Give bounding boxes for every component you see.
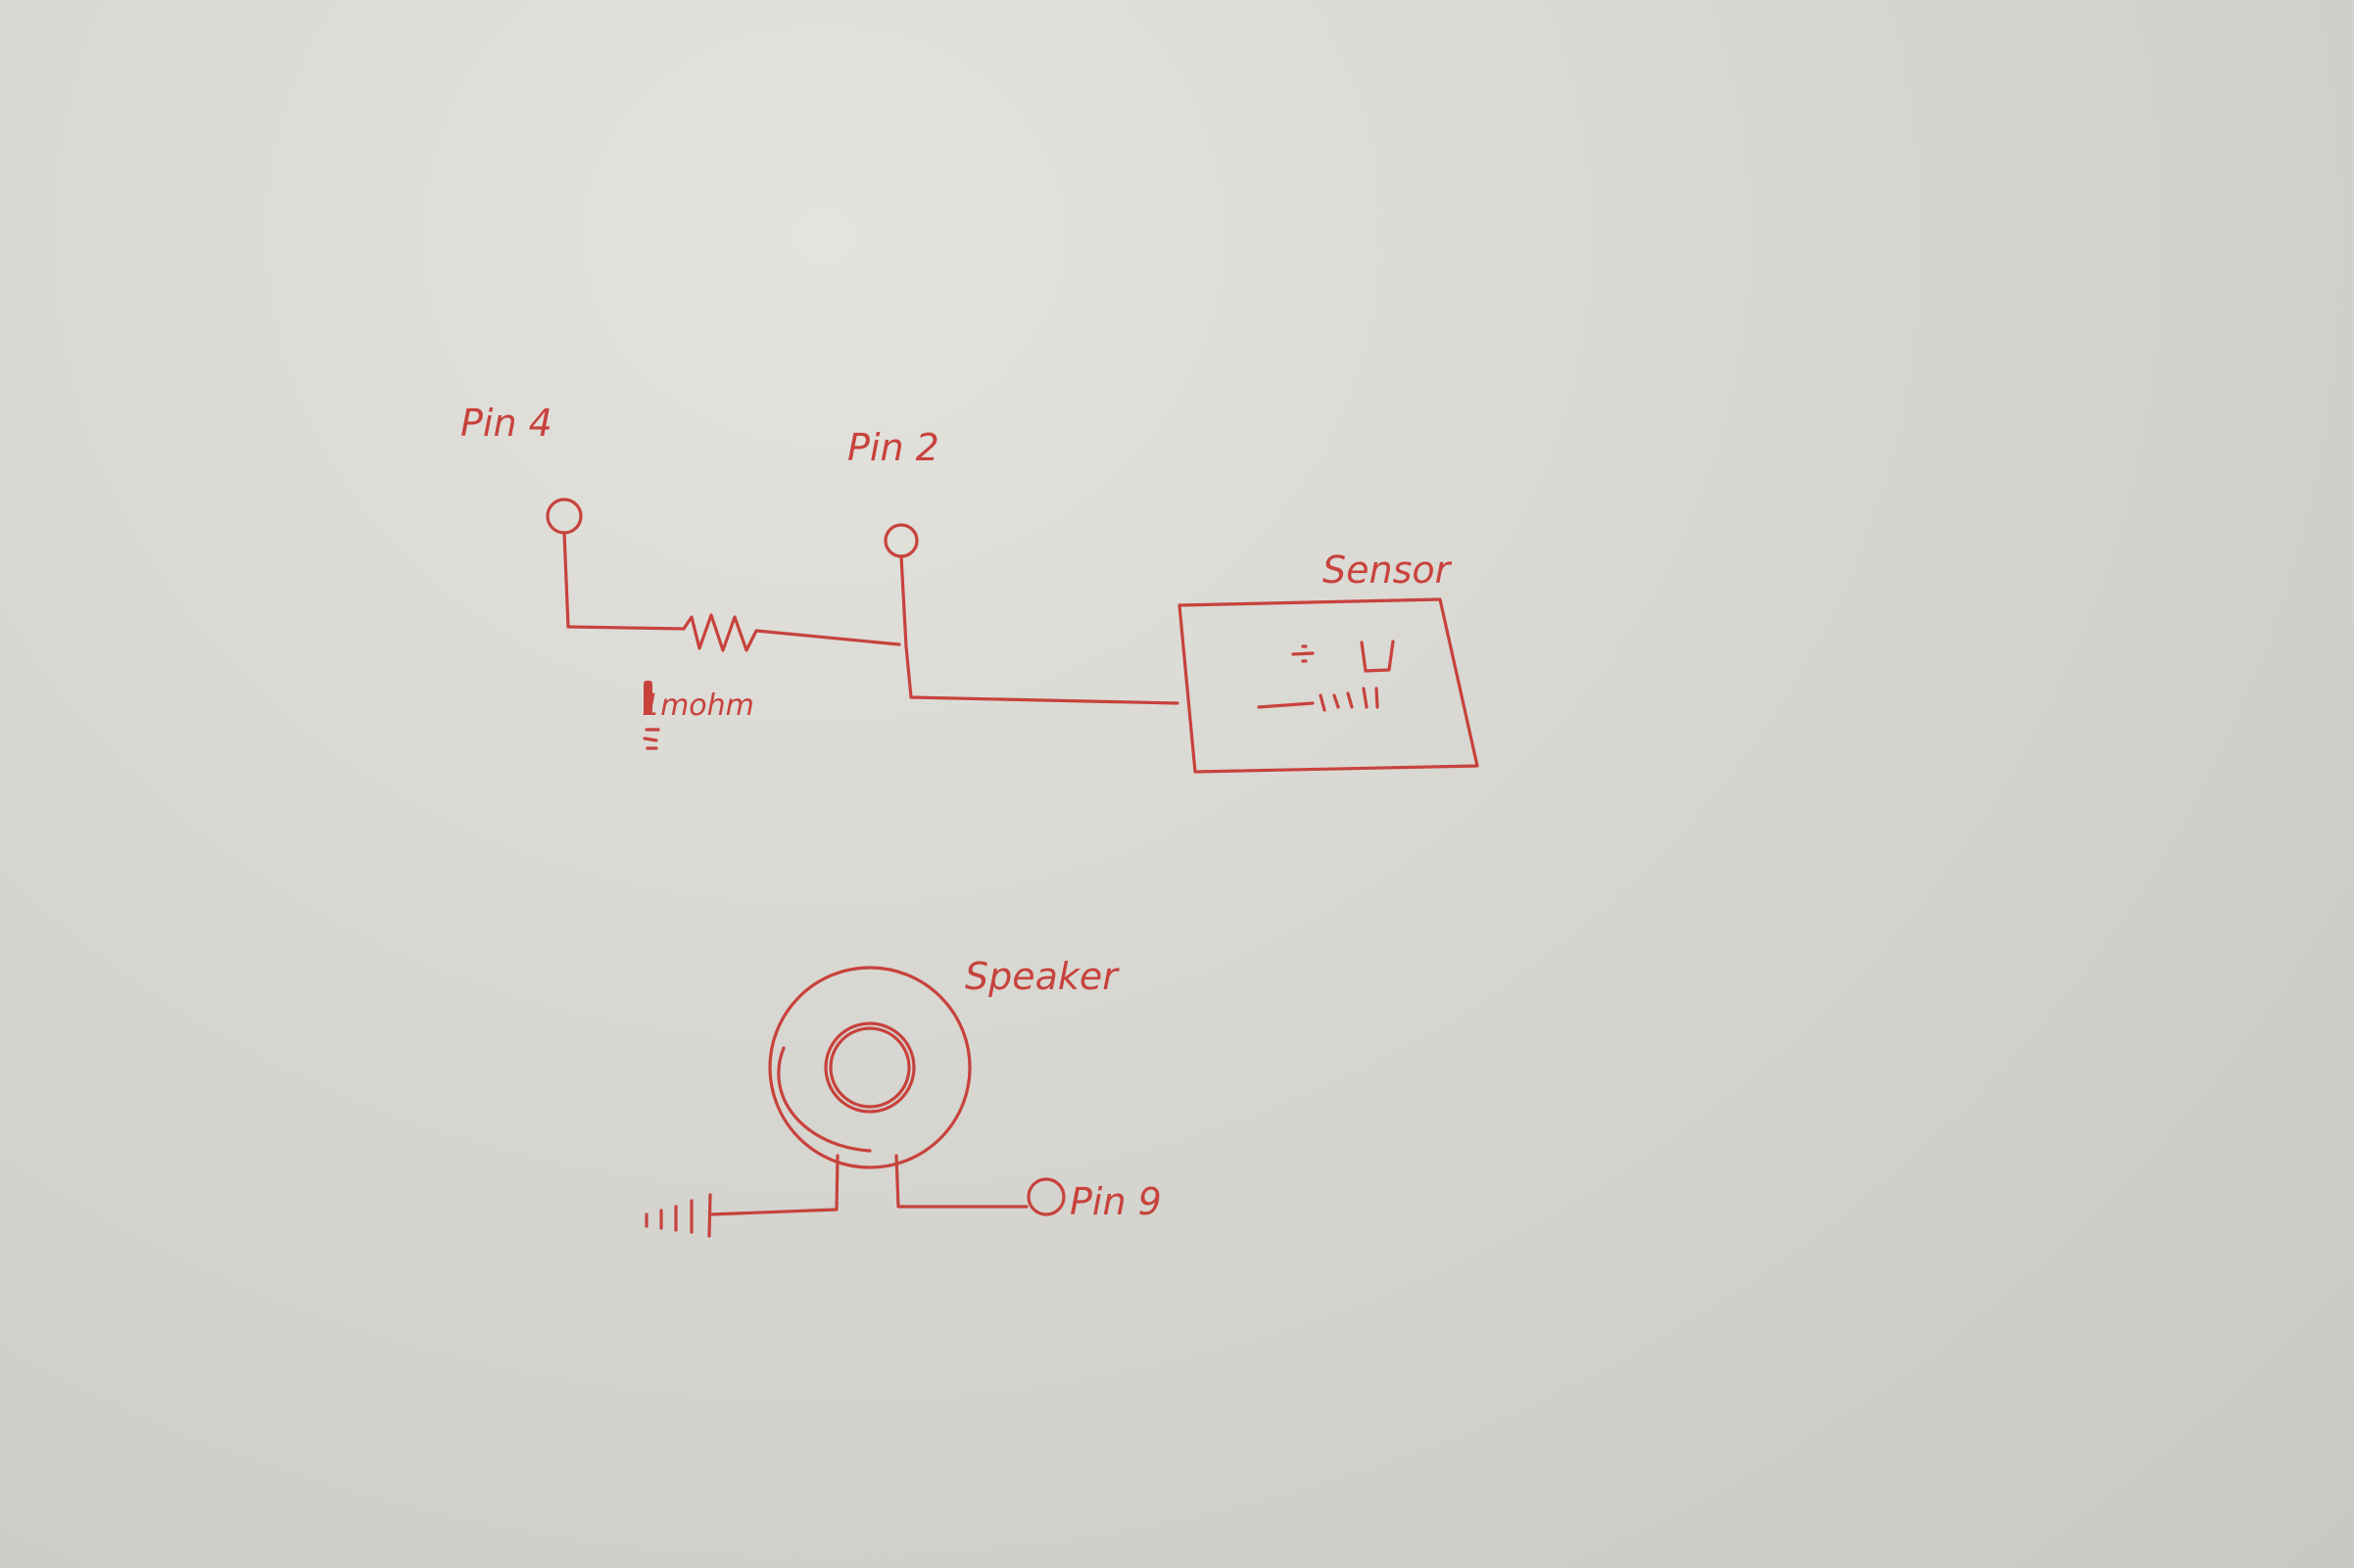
sensor-box (1177, 597, 1479, 774)
speaker-label: Speaker (965, 955, 1120, 998)
pin4-label: Pin 4 (460, 402, 552, 445)
pin2-label: Pin 2 (847, 426, 939, 469)
ground-symbol (645, 1193, 712, 1238)
pin4-terminal (546, 498, 686, 631)
pin9-label: Pin 9 (1070, 1180, 1162, 1223)
pin9-terminal (1027, 1177, 1066, 1216)
speaker-symbol (768, 966, 972, 1169)
resistor-value-mark (643, 681, 660, 750)
pin2-terminal (884, 523, 1179, 705)
resistor-value-label: 1mohm (642, 689, 754, 723)
speaker-leads (708, 1154, 1029, 1216)
resistor-symbol (682, 613, 901, 652)
sensor-label: Sensor (1322, 548, 1453, 592)
